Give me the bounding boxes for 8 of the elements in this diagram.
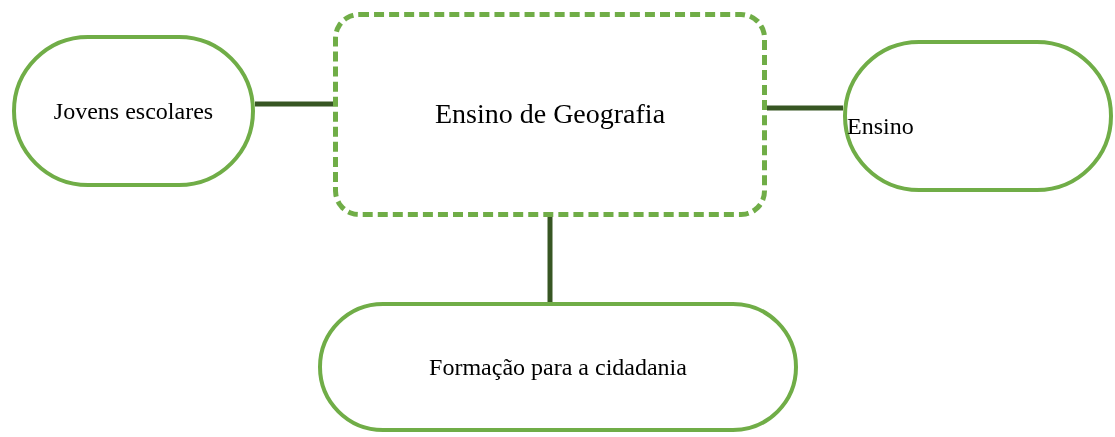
connector-line <box>255 101 333 107</box>
node-label: Formação para a cidadania <box>429 352 687 382</box>
connector-line <box>767 105 843 111</box>
node-label: Ensino <box>847 111 914 141</box>
connector-line <box>547 217 553 302</box>
node-label: Jovens escolares <box>53 96 214 126</box>
topic-box <box>333 12 767 217</box>
node-label: Ensino de Geografia <box>434 97 666 132</box>
